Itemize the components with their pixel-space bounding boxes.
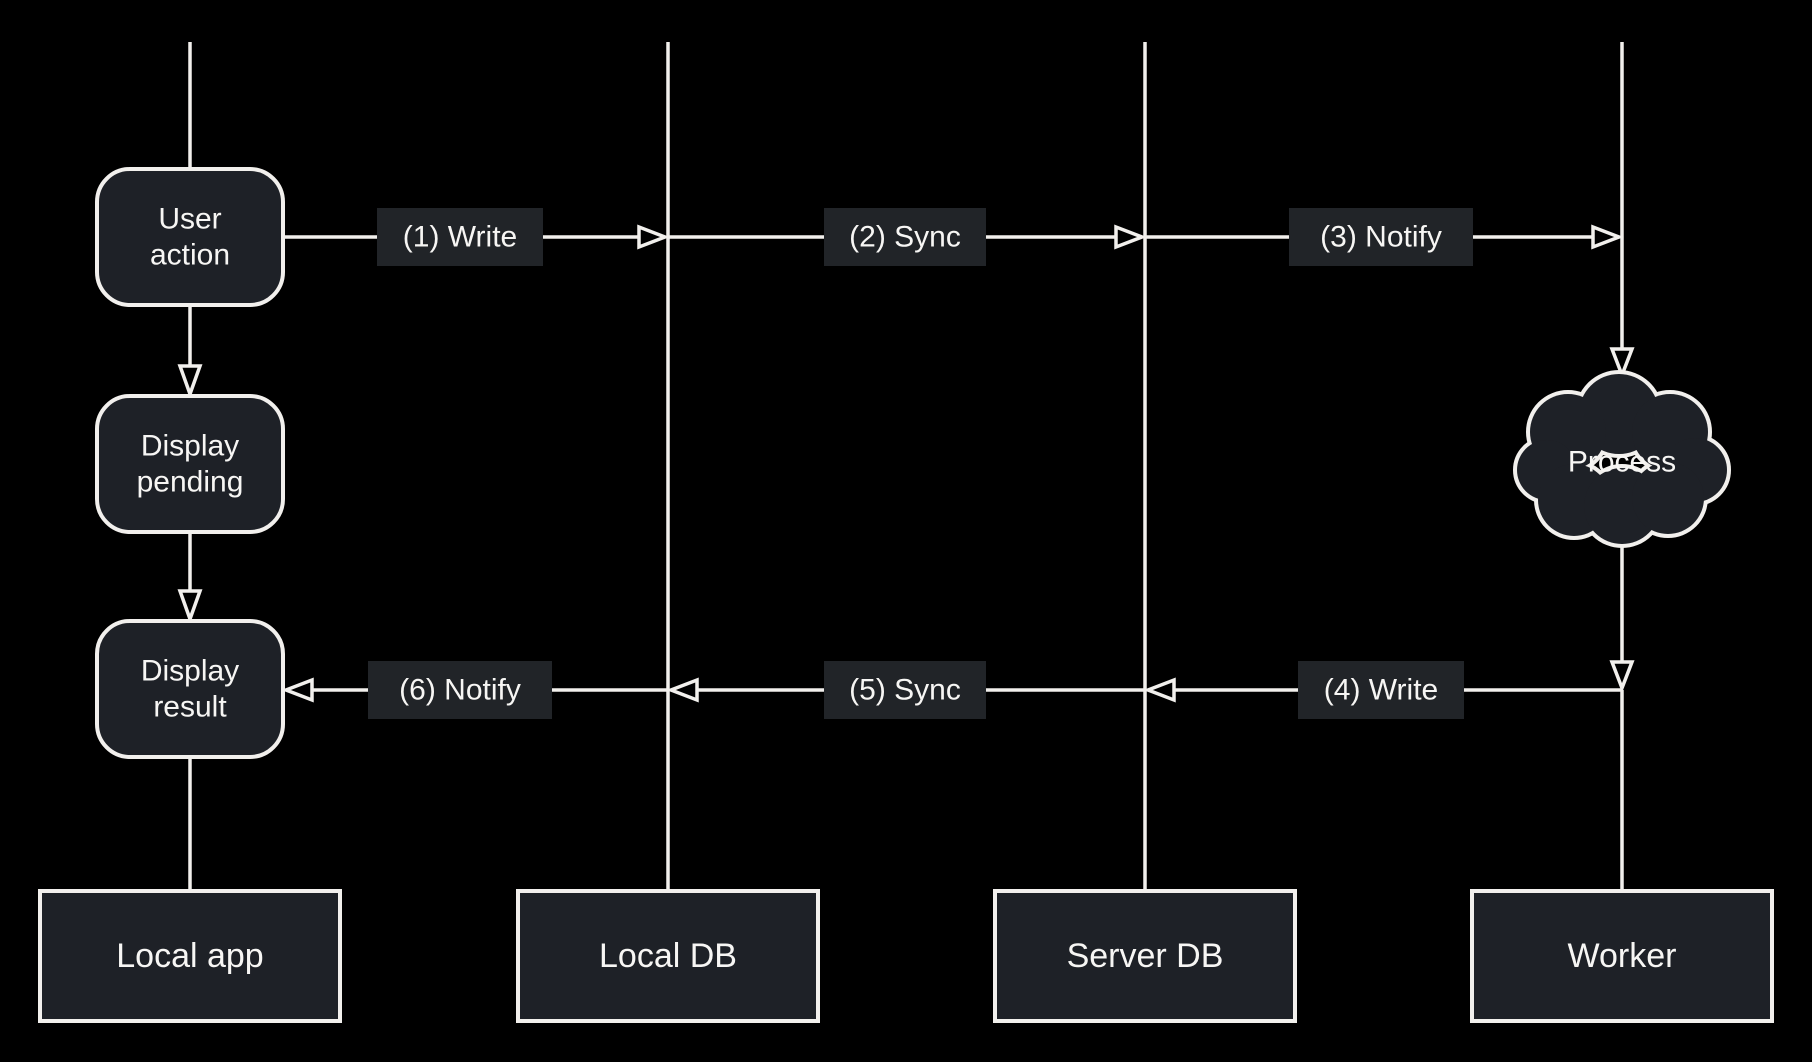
arrow-label-6-badge bbox=[368, 661, 552, 719]
arrow-label-6-text: (6) Notify bbox=[399, 674, 521, 707]
lane-box-local-app-shape bbox=[38, 889, 342, 1023]
arrowhead-down-return-row bbox=[1609, 660, 1635, 693]
arrowhead-right-worker bbox=[1591, 224, 1624, 250]
arrow-label-2-text: (2) Sync bbox=[849, 221, 961, 254]
arrowhead-right-local-db bbox=[637, 224, 670, 250]
cloud-shape bbox=[1513, 370, 1731, 548]
arrow-label-6-notify: (6) Notify bbox=[368, 661, 552, 719]
arrowhead-left-display-result bbox=[281, 677, 314, 703]
arrowhead-right-server-db bbox=[1114, 224, 1147, 250]
arrow-label-1-write: (1) Write bbox=[377, 208, 543, 266]
arrowhead-down-display-result bbox=[177, 589, 203, 625]
lane-label-worker: Worker bbox=[1568, 937, 1677, 975]
arrow-label-3-text: (3) Notify bbox=[1320, 221, 1442, 254]
lifelines bbox=[188, 42, 1624, 891]
process-cloud: Process bbox=[1513, 370, 1731, 548]
arrow-label-5-text: (5) Sync bbox=[849, 674, 961, 707]
arrow-label-5-badge bbox=[824, 661, 986, 719]
arrowhead-left-server-db bbox=[1143, 677, 1176, 703]
arrowhead-left-local-db bbox=[666, 677, 699, 703]
process-cloud-label: Process bbox=[1568, 446, 1676, 479]
node-display-pending-line1: Display bbox=[141, 430, 239, 463]
arrowhead-down-process-cloud bbox=[1609, 347, 1635, 380]
node-display-result-line2: result bbox=[153, 691, 227, 724]
node-display-pending-line2: pending bbox=[137, 466, 244, 499]
arrow-labels: (1) Write (2) Sync (3) Notify (4) Write … bbox=[368, 208, 1473, 719]
arrow-label-4-write: (4) Write bbox=[1298, 661, 1464, 719]
arrow-label-2-badge bbox=[824, 208, 986, 266]
arrow-label-4-text: (4) Write bbox=[1324, 674, 1438, 707]
node-display-pending: Display pending bbox=[95, 394, 285, 534]
node-display-result-line1: Display bbox=[141, 655, 239, 688]
arrow-label-3-notify: (3) Notify bbox=[1289, 208, 1473, 266]
node-user-action-line1: User bbox=[158, 203, 221, 236]
node-display-result-shape bbox=[95, 619, 285, 759]
lane-box-server-db-shape bbox=[993, 889, 1297, 1023]
arrow-label-1-text: (1) Write bbox=[403, 221, 517, 254]
lane-label-server-db: Server DB bbox=[1067, 937, 1224, 975]
lane-label-local-app: Local app bbox=[116, 937, 263, 975]
node-display-result: Display result bbox=[95, 619, 285, 759]
lane-box-worker: Worker bbox=[1470, 889, 1774, 1023]
lane-label-worker-shape bbox=[1470, 889, 1774, 1023]
node-user-action: User action bbox=[95, 167, 285, 307]
lane-box-local-db: Local DB bbox=[516, 889, 820, 1023]
arrow-label-2-sync: (2) Sync bbox=[824, 208, 986, 266]
lane-boxes: Local app Local DB Server DB Worker bbox=[38, 889, 1774, 1023]
arrow-label-1-badge bbox=[377, 208, 543, 266]
lane-box-local-db-shape bbox=[516, 889, 820, 1023]
node-display-pending-shape bbox=[95, 394, 285, 534]
arrow-label-5-sync: (5) Sync bbox=[824, 661, 986, 719]
lane-box-local-app: Local app bbox=[38, 889, 342, 1023]
node-user-action-shape bbox=[95, 167, 285, 307]
lane-box-server-db: Server DB bbox=[993, 889, 1297, 1023]
lane-label-local-db: Local DB bbox=[599, 937, 737, 975]
arrow-label-4-badge bbox=[1298, 661, 1464, 719]
arrowhead-down-display-pending bbox=[177, 364, 203, 400]
node-user-action-line2: action bbox=[150, 239, 230, 272]
vertical-arrows bbox=[177, 305, 1635, 693]
arrow-label-3-badge bbox=[1289, 208, 1473, 266]
